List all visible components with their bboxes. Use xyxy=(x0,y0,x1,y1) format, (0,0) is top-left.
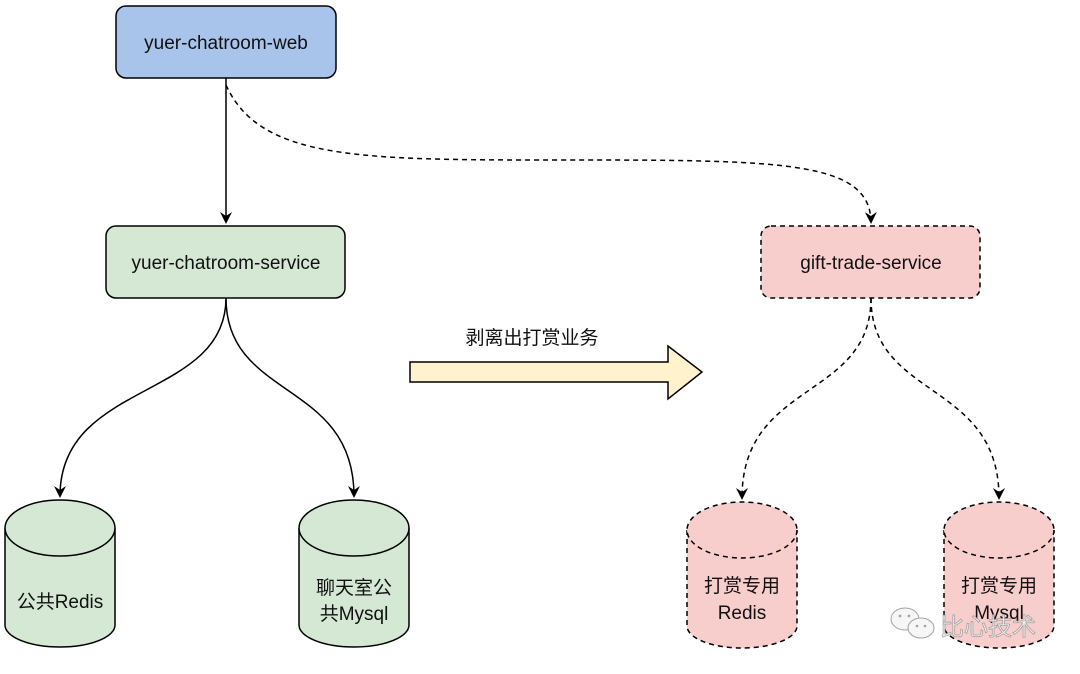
node-label: yuer-chatroom-service xyxy=(132,253,321,274)
db-label-line2: Mysql xyxy=(974,603,1024,624)
transition-label: 剥离出打赏业务 xyxy=(465,327,598,349)
db-label: 公共Redis xyxy=(17,591,104,613)
edge-service-to-public-mysql xyxy=(225,297,360,498)
wechat-icon xyxy=(890,607,935,639)
db-gift-redis[interactable]: 打赏专用 Redis xyxy=(686,501,798,649)
db-label-line1: 聊天室公 xyxy=(316,577,392,599)
db-gift-mysql[interactable]: 打赏专用 Mysql xyxy=(943,501,1055,649)
db-label-line2: 共Mysql xyxy=(320,603,389,625)
node-label: gift-trade-service xyxy=(800,253,942,274)
db-label-line2: Redis xyxy=(718,603,767,624)
node-yuer-chatroom-service[interactable]: yuer-chatroom-service xyxy=(105,225,346,299)
edge-gift-service-to-gift-redis xyxy=(736,297,872,500)
watermark: 比心技术 xyxy=(890,607,1036,641)
edge-web-to-gift-service xyxy=(225,84,877,224)
node-label: yuer-chatroom-web xyxy=(144,33,308,54)
db-public-redis[interactable]: 公共Redis xyxy=(4,499,116,648)
db-public-mysql[interactable]: 聊天室公 共Mysql xyxy=(298,499,410,648)
edge-service-to-public-redis xyxy=(54,297,227,498)
transition-arrow: 剥离出打赏业务 xyxy=(409,327,704,401)
edge-gift-service-to-gift-mysql xyxy=(870,297,1005,500)
db-label-line1: 打赏专用 xyxy=(704,575,780,597)
db-label-line1: 打赏专用 xyxy=(961,575,1037,597)
node-yuer-chatroom-web[interactable]: yuer-chatroom-web xyxy=(115,5,337,79)
node-gift-trade-service[interactable]: gift-trade-service xyxy=(760,225,981,299)
watermark-text: 比心技术 xyxy=(940,613,1036,641)
